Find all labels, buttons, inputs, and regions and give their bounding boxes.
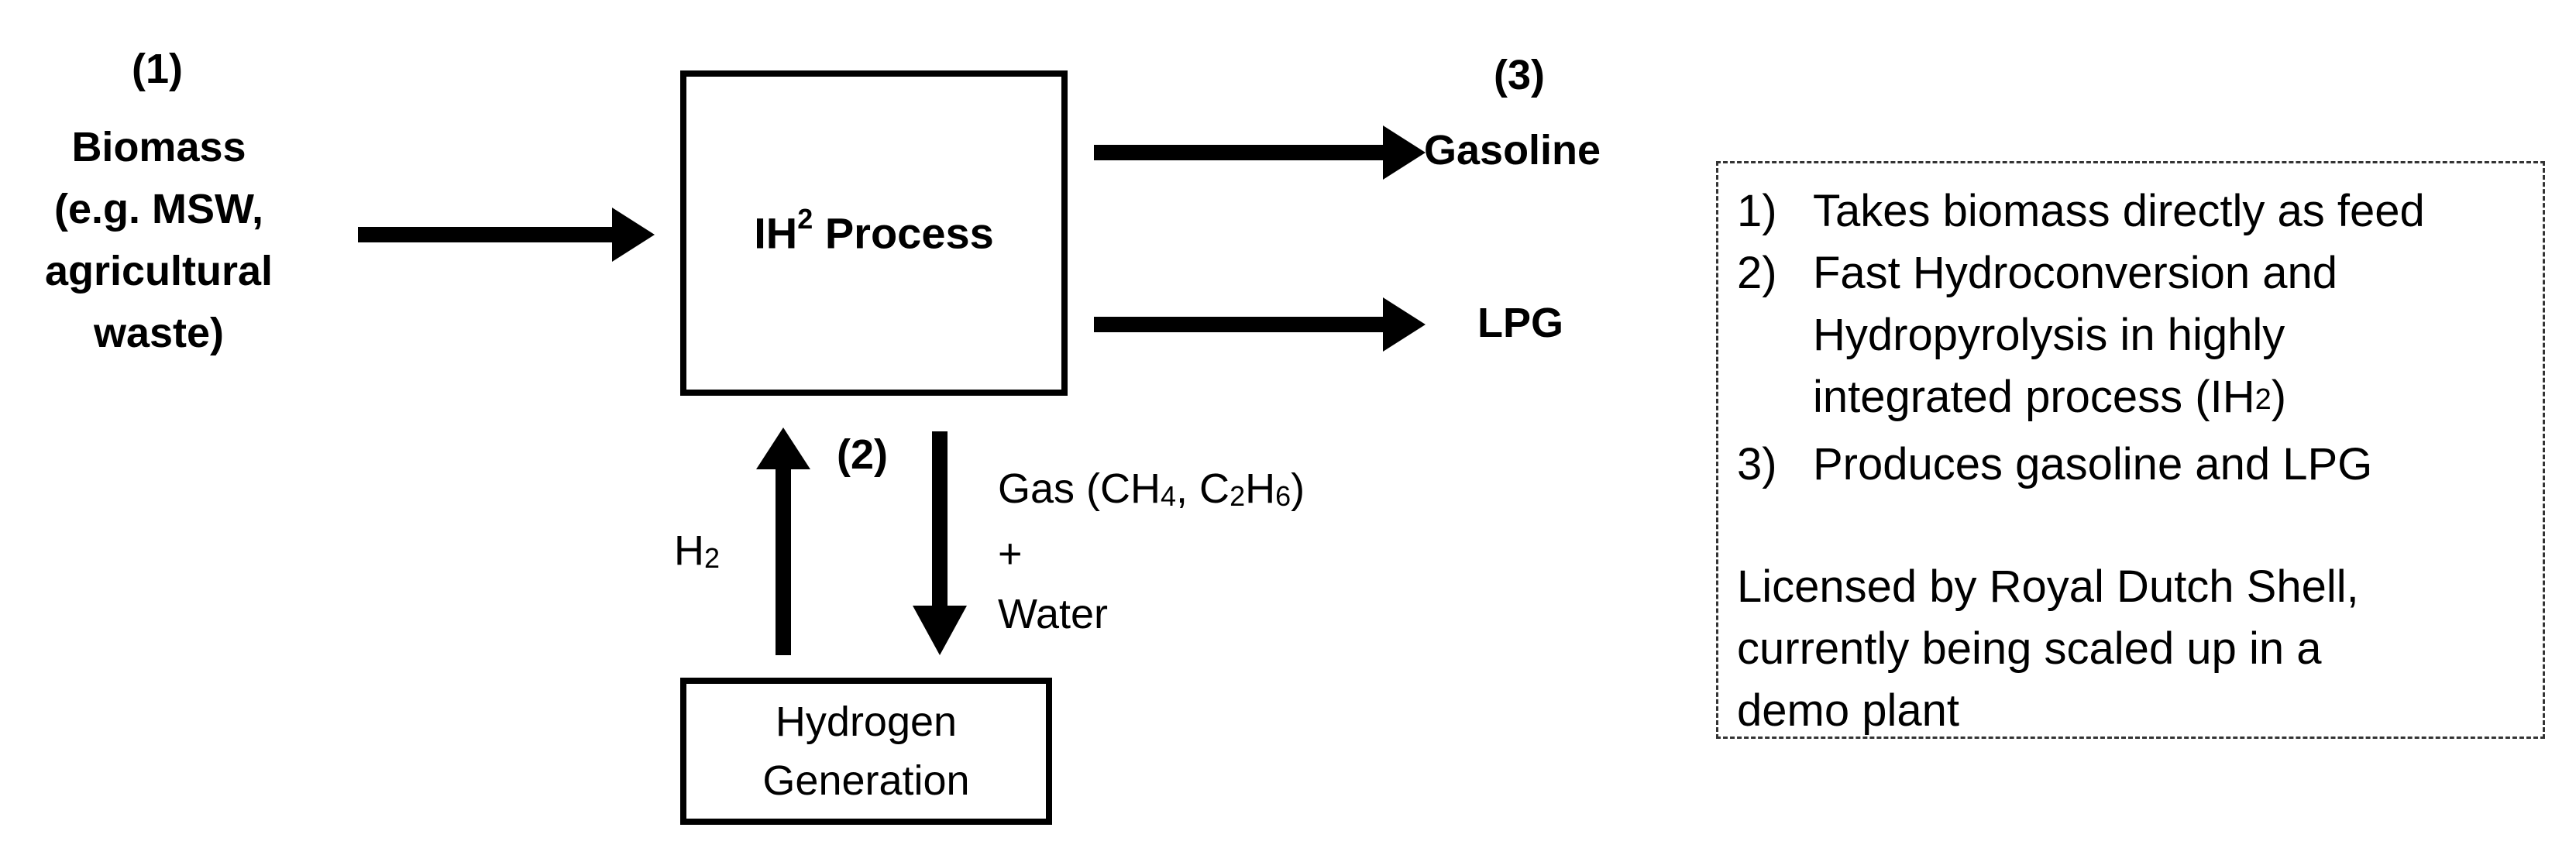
gas-sub-1: 4 bbox=[1161, 480, 1177, 512]
plus-line: + bbox=[998, 531, 1023, 577]
h2-up-arrow bbox=[756, 428, 810, 655]
note-2-line-3-prefix: integrated process (IH bbox=[1813, 372, 2255, 422]
note-item-1: 1) Takes biomass directly as feed bbox=[1737, 180, 2524, 242]
gas-line: Gas (CH4, C2H6) bbox=[998, 458, 1305, 524]
process-label: IH2 Process bbox=[754, 203, 994, 259]
input-line-2: (e.g. MSW, bbox=[54, 186, 263, 232]
note-2-line-3-sup: 2 bbox=[2254, 383, 2272, 416]
process-to-gasoline-arrow bbox=[1094, 125, 1426, 180]
note-2-line-3-suffix: ) bbox=[2271, 372, 2287, 422]
h2-sub: 2 bbox=[704, 542, 721, 574]
hgen-line-1: Hydrogen bbox=[775, 699, 958, 745]
step-2-label: (2) bbox=[837, 431, 888, 478]
biomass-to-process-arrow bbox=[358, 208, 655, 262]
input-line-1: Biomass bbox=[71, 124, 246, 170]
note-item-3: 3) Produces gasoline and LPG bbox=[1737, 434, 2524, 496]
input-line-3: agricultural bbox=[44, 248, 273, 294]
ih2-process-box: IH2 Process bbox=[680, 70, 1068, 396]
biomass-input-label: Biomass (e.g. MSW, agricultural waste) bbox=[8, 116, 310, 364]
gas-sub-2: 2 bbox=[1230, 480, 1246, 512]
gas-sub-3: 6 bbox=[1275, 480, 1291, 512]
footer-line-1: Licensed by Royal Dutch Shell, bbox=[1737, 561, 2359, 612]
gas-water-arrow-label: Gas (CH4, C2H6) + Water bbox=[998, 458, 1305, 644]
note-text: Fast Hydroconversion and Hydropyrolysis … bbox=[1813, 242, 2524, 434]
gas-water-down-arrow bbox=[913, 431, 967, 655]
note-item-2: 2) Fast Hydroconversion and Hydropyrolys… bbox=[1737, 242, 2524, 434]
note-2-line-2: Hydropyrolysis in highly bbox=[1813, 310, 2285, 360]
note-number: 2) bbox=[1737, 248, 1777, 298]
h2-arrow-label: H2 bbox=[674, 527, 720, 575]
water-line: Water bbox=[998, 591, 1109, 637]
notes-box: 1) Takes biomass directly as feed 2) Fas… bbox=[1716, 161, 2545, 739]
gas-suffix: ) bbox=[1291, 465, 1305, 512]
gas-mid-2: H bbox=[1245, 465, 1276, 512]
gas-prefix: Gas (CH bbox=[998, 465, 1161, 512]
note-text: Takes biomass directly as feed bbox=[1813, 186, 2425, 236]
lpg-output-label: LPG bbox=[1477, 300, 1564, 346]
input-line-4: waste) bbox=[93, 310, 225, 356]
footer-line-2: currently being scaled up in a bbox=[1737, 623, 2322, 674]
process-to-lpg-arrow bbox=[1094, 297, 1426, 352]
process-label-main: IH bbox=[754, 208, 798, 258]
note-text: Produces gasoline and LPG bbox=[1813, 439, 2373, 489]
gasoline-output-label: Gasoline bbox=[1424, 127, 1601, 173]
hydrogen-generation-box: Hydrogen Generation bbox=[680, 678, 1052, 825]
step-1-label: (1) bbox=[132, 46, 183, 92]
footer-line-3: demo plant bbox=[1737, 685, 1959, 736]
note-number: 3) bbox=[1737, 439, 1777, 489]
notes-footer: Licensed by Royal Dutch Shell, currently… bbox=[1737, 556, 2524, 742]
note-2-line-3: integrated process (IH2) bbox=[1813, 366, 2524, 434]
h2-main: H bbox=[674, 527, 704, 574]
note-2-line-1: Fast Hydroconversion and bbox=[1813, 248, 2337, 298]
process-label-sup: 2 bbox=[797, 203, 813, 235]
hgen-line-2: Generation bbox=[762, 757, 970, 804]
step-3-label: (3) bbox=[1494, 52, 1545, 98]
gas-mid: , C bbox=[1176, 465, 1230, 512]
process-label-suffix: Process bbox=[813, 208, 994, 258]
note-number: 1) bbox=[1737, 186, 1777, 236]
